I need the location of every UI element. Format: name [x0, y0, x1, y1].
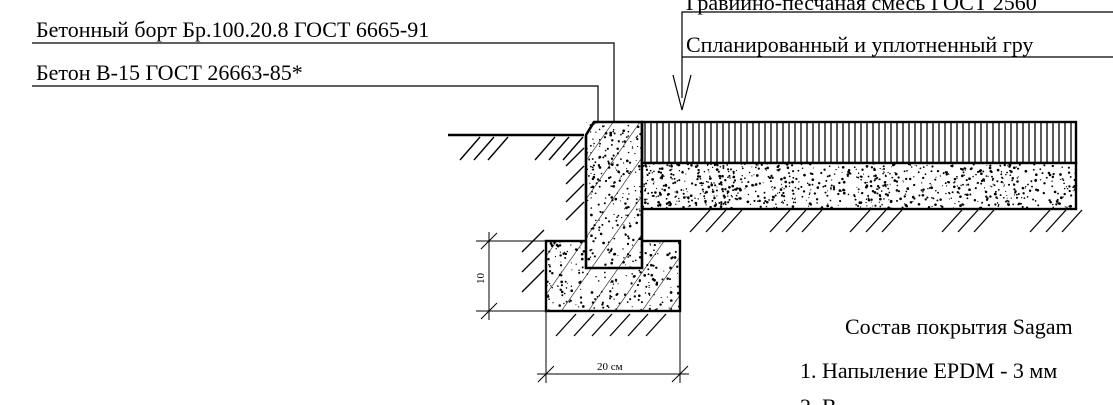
label-concrete: Бетон В-15 ГОСТ 26663-85*	[36, 60, 303, 85]
height-dimension	[476, 232, 546, 320]
width-dimension-label: 20 см	[597, 361, 623, 373]
gravel-sand-layer	[640, 161, 1078, 211]
ground-footing-hatch	[555, 313, 667, 337]
label-gravel: Гравийно-песчаная смесь ГОСТ 2560	[686, 0, 1037, 15]
ground-pavement-hatch	[689, 209, 1083, 233]
width-dimension	[537, 311, 689, 383]
coating-layer	[640, 120, 1078, 165]
column-stipple	[586, 122, 642, 268]
composition-item-1: 1. Напыление EPDM - 3 мм	[800, 358, 1057, 383]
composition-title: Состав покрытия Sagam	[845, 314, 1073, 339]
composition-item-2: 2. В	[800, 394, 837, 405]
curb-column	[584, 120, 644, 270]
label-ground: Спланированный и уплотненный гру	[686, 32, 1033, 57]
leader-lines	[32, 11, 1113, 125]
label-border: Бетонный борт Бр.100.20.8 ГОСТ 6665-91	[36, 17, 429, 42]
ground-left	[448, 133, 584, 161]
height-dimension-label: 10	[475, 273, 487, 285]
